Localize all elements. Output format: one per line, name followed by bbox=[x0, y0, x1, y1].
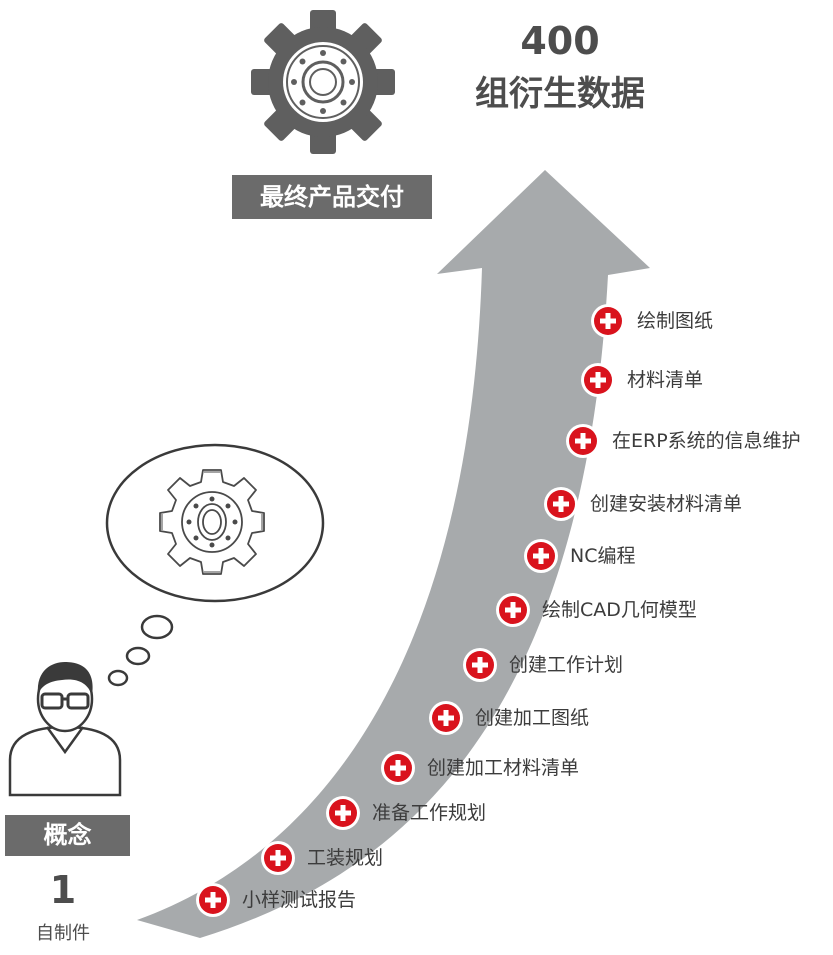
growth-arrow bbox=[137, 170, 650, 938]
step-label: 绘制图纸 bbox=[637, 310, 714, 332]
step-label: 材料清单 bbox=[627, 369, 704, 391]
step-label: 创建加工图纸 bbox=[475, 707, 590, 729]
red-plus-icon bbox=[196, 883, 230, 917]
thought-bubble bbox=[105, 443, 325, 687]
gear-icon bbox=[251, 10, 395, 154]
red-plus-icon bbox=[326, 796, 360, 830]
red-plus-icon bbox=[524, 539, 558, 573]
red-plus-icon bbox=[566, 424, 600, 458]
step-label: 准备工作规划 bbox=[372, 802, 487, 824]
part-label: 自制件 bbox=[36, 923, 90, 944]
person-with-glasses-icon bbox=[8, 662, 122, 797]
red-plus-icon bbox=[381, 751, 415, 785]
final-delivery-label: 最终产品交付 bbox=[232, 175, 432, 219]
red-plus-icon bbox=[496, 593, 530, 627]
red-plus-icon bbox=[463, 648, 497, 682]
red-plus-icon bbox=[581, 363, 615, 397]
step-label: NC编程 bbox=[570, 545, 636, 567]
step-label: 工装规划 bbox=[307, 847, 384, 869]
step-label: 创建工作计划 bbox=[509, 654, 624, 676]
red-plus-icon bbox=[591, 304, 625, 338]
step-label: 在ERP系统的信息维护 bbox=[612, 430, 801, 452]
sketch-gear-icon bbox=[159, 469, 265, 575]
red-plus-icon bbox=[544, 487, 578, 521]
part-count: 1 bbox=[49, 868, 77, 912]
concept-label: 概念 bbox=[5, 815, 130, 856]
step-label: 创建安装材料清单 bbox=[590, 493, 743, 515]
derived-data-label: 组衍生数据 bbox=[475, 74, 645, 114]
step-label: 小样测试报告 bbox=[242, 889, 357, 911]
step-label: 绘制CAD几何模型 bbox=[542, 599, 697, 621]
red-plus-icon bbox=[261, 841, 295, 875]
step-label: 创建加工材料清单 bbox=[427, 757, 580, 779]
red-plus-icon bbox=[429, 701, 463, 735]
derived-data-count: 400 bbox=[520, 19, 600, 63]
